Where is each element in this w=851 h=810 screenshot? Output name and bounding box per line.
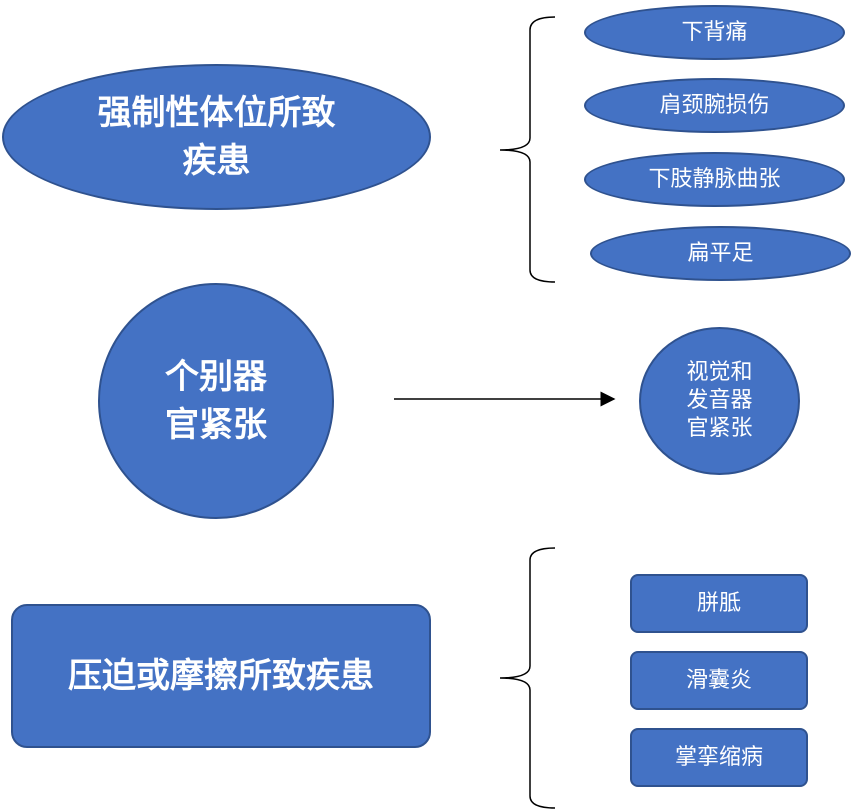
group-2-title-node: 个别器 官紧张 [98,283,334,519]
group-1-item-2-label: 肩颈腕损伤 [659,92,770,118]
group-1-item-4-label: 扁平足 [687,240,754,266]
group-1-item-1-label: 下背痛 [681,19,748,45]
group-1-title-node: 强制性体位所致 疾患 [2,64,431,210]
group-3-item-1-label: 胼胝 [696,590,741,616]
group-3-item-1: 胼胝 [630,574,808,633]
group-3-title-node: 压迫或摩擦所致疾患 [11,604,431,748]
group-1-item-3: 下肢静脉曲张 [584,152,845,207]
group-1-item-1: 下背痛 [584,5,845,60]
group-2-item-1-label: 视觉和 发音器 官紧张 [686,360,753,441]
group-2-item-1: 视觉和 发音器 官紧张 [639,327,800,475]
group-2-title: 个别器 官紧张 [165,357,267,445]
group-3-item-3: 掌挛缩病 [630,728,808,787]
group-3-item-2: 滑囊炎 [630,651,808,710]
group-1-item-4: 扁平足 [590,226,851,281]
brace-group-3 [499,547,556,809]
group-3-item-2-label: 滑囊炎 [685,667,752,693]
group-3-item-3-label: 掌挛缩病 [674,744,763,770]
group-1-title: 强制性体位所致 疾患 [97,93,336,181]
group-1-item-2: 肩颈腕损伤 [584,78,845,133]
group-1-item-3-label: 下肢静脉曲张 [648,166,781,192]
brace-group-1 [499,16,556,283]
group-3-title: 压迫或摩擦所致疾患 [68,656,374,696]
